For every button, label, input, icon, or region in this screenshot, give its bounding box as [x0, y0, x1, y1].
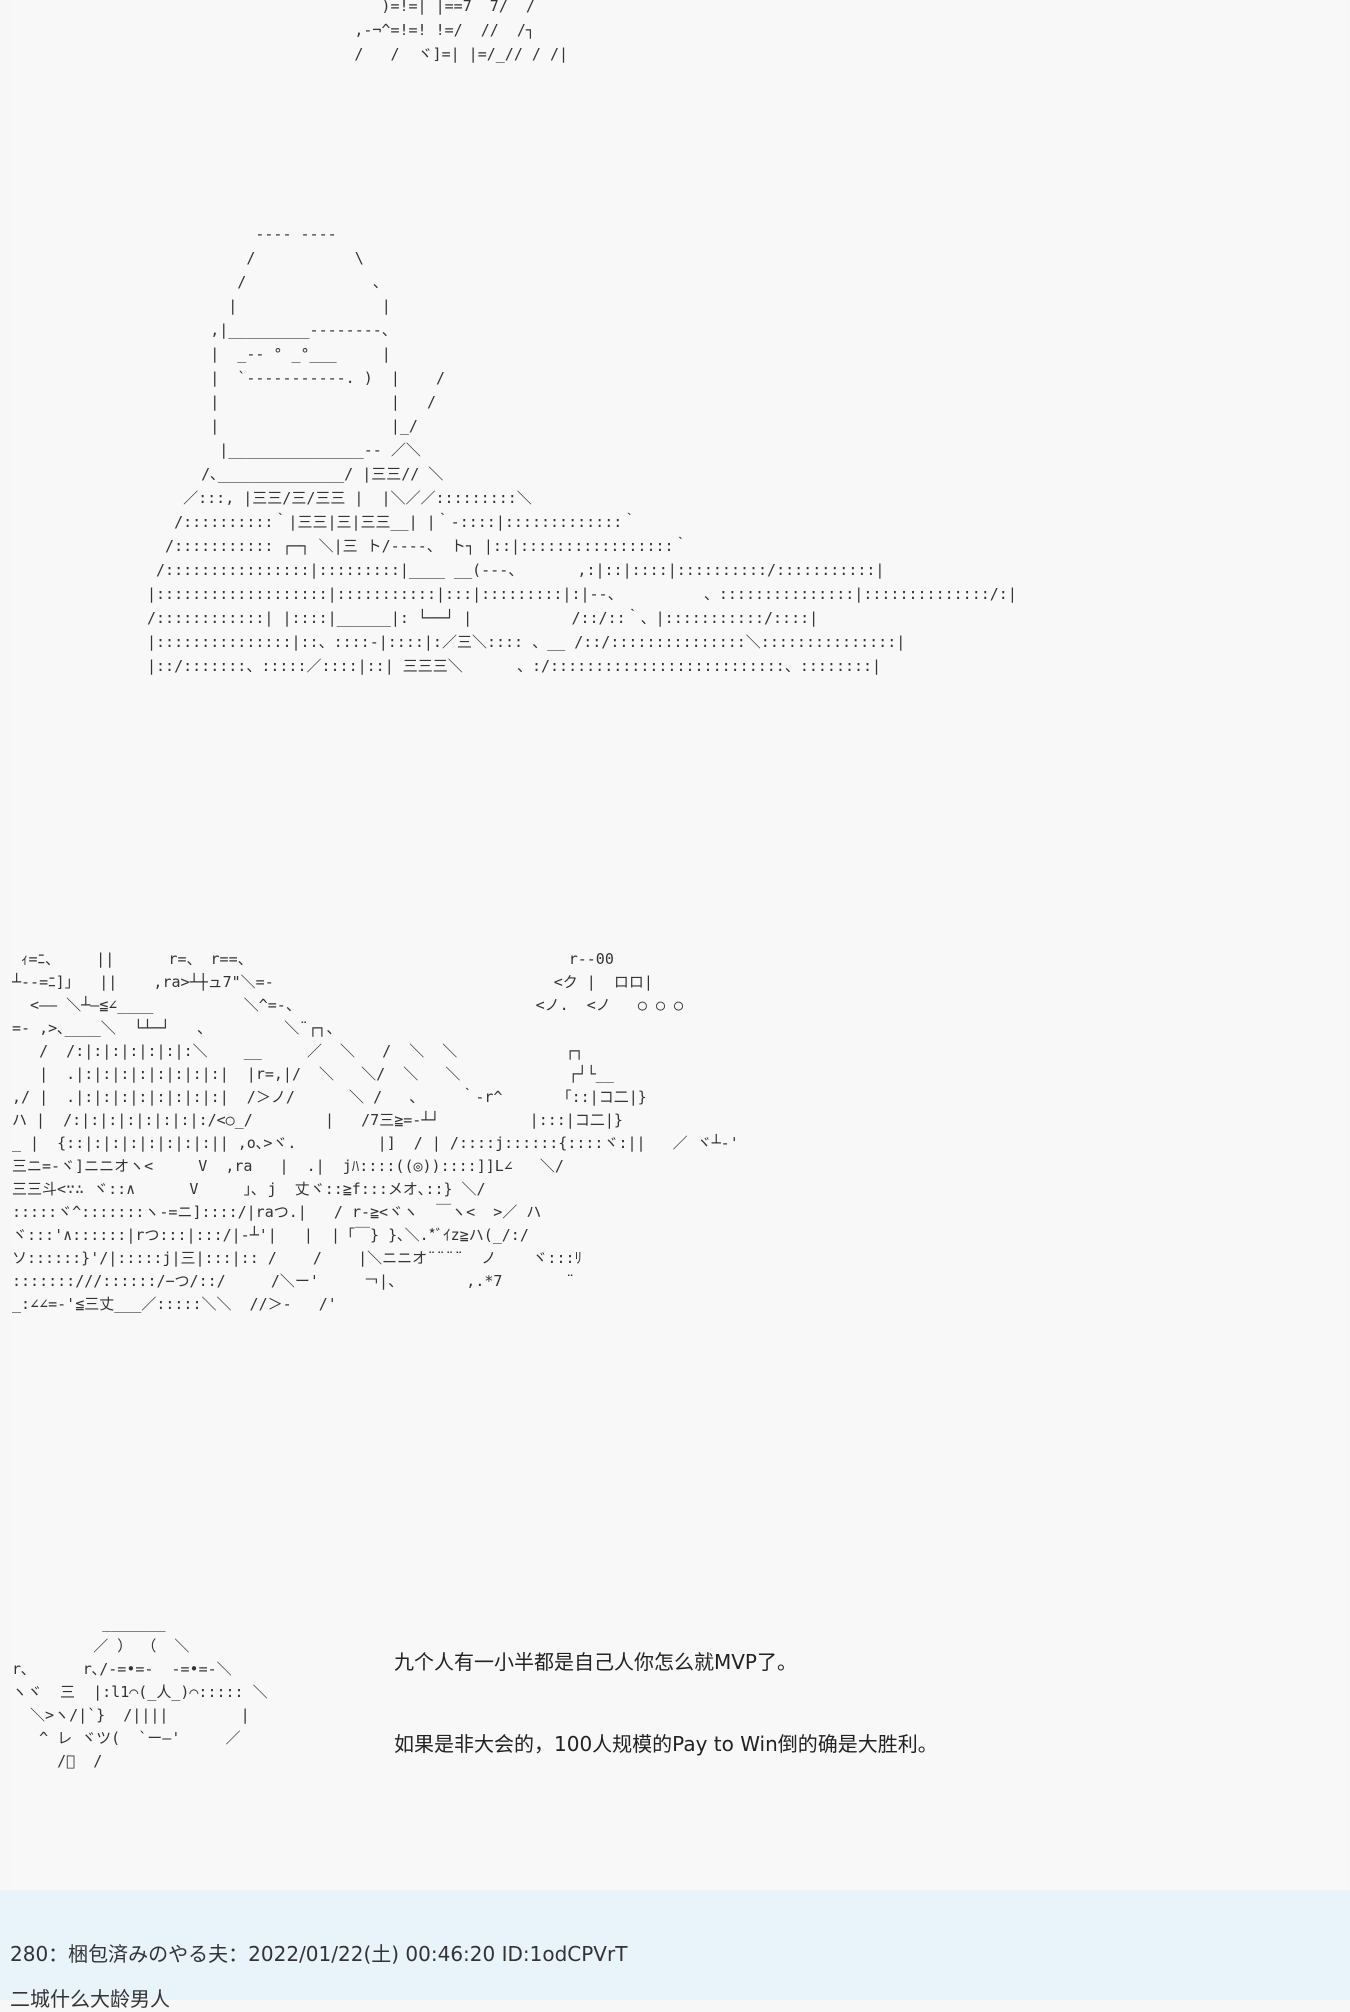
- ascii-art-top-fragment: )=!=| |==7 7/ / ,-¬^=!=! !=/ // /┐ / / ヾ…: [354, 0, 569, 63]
- ascii-art-group: ｨ=ﾆ、 || r=、 r==、 r--00 ┴--=ﾆ]｣ || ,ra>┴┼…: [12, 950, 739, 1313]
- post-next-line: 二城什么大龄男人: [10, 1987, 170, 2011]
- dialogue-line-1: 九个人有一小半都是自己人你怎么就MVP了。: [394, 1650, 797, 1674]
- dialogue-line-2: 如果是非大会的，100人规模的Pay to Win倒的确是大胜利。: [394, 1732, 938, 1756]
- post-footer: [0, 1890, 1350, 2000]
- ascii-art-soldier: ---- ---- / \ / 、 | | ,|_________-------…: [147, 225, 1017, 675]
- content-area: )=!=| |==7 7/ / ,-¬^=!=! !=/ // /┐ / / ヾ…: [12, 0, 1347, 1890]
- post-header: 280：梱包済みのやる夫：2022/01/22(土) 00:46:20 ID:1…: [10, 1942, 628, 1966]
- ascii-art-small-face: _______ ／ ） （ ＼ r､ r､/-=•=- -=•=-＼ ヽヾ 三 …: [12, 1614, 268, 1770]
